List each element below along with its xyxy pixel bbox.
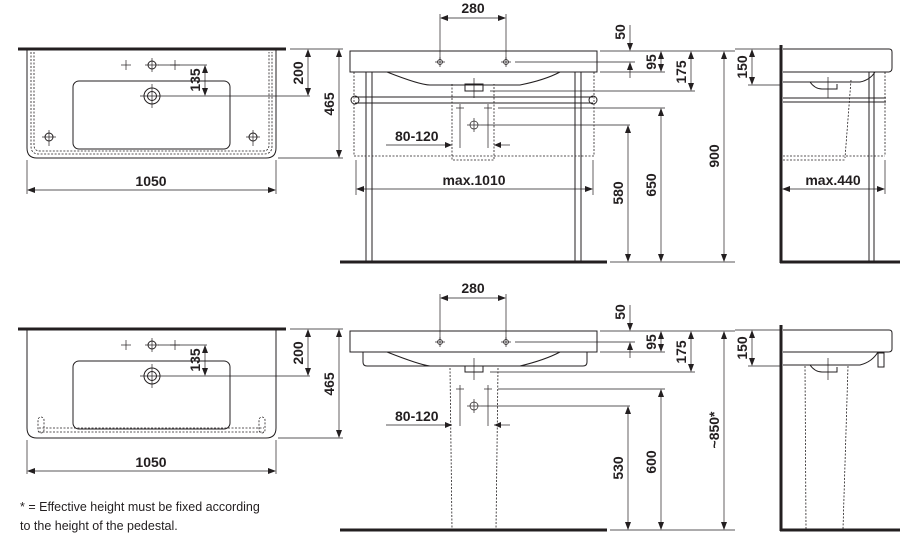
dim-label-rim-height: 95 xyxy=(643,334,659,350)
waste-outlet-icon xyxy=(467,118,481,132)
supply-right-icon xyxy=(484,104,492,112)
fixing-point-right-icon xyxy=(246,130,260,146)
top-view-2: 135 200 465 1050 xyxy=(18,327,343,474)
dim-label-waste-range: 80-120 xyxy=(395,128,439,144)
dim-label-depth: 465 xyxy=(321,372,337,396)
dim-label-waste-range: 80-120 xyxy=(395,408,439,424)
waste-outlet-icon xyxy=(140,364,164,388)
dim-label-supply-height: 650 xyxy=(643,173,659,197)
option-hole-left-icon xyxy=(121,60,131,70)
tap-hole-icon xyxy=(145,338,159,352)
overflow-fitting xyxy=(877,352,885,368)
bowl-underside xyxy=(386,71,561,86)
pedestal-outline xyxy=(449,367,499,530)
supply-left-icon xyxy=(456,385,464,393)
basin-outline xyxy=(26,330,277,439)
pedestal-outline xyxy=(804,365,849,530)
footnote-line-2: to the height of the pedestal. xyxy=(20,519,178,533)
dim-label-rim-height: 150 xyxy=(734,55,750,79)
basin-rim xyxy=(349,330,598,353)
dim-label-tap-offset: 200 xyxy=(290,61,306,85)
top-view-1: 135 200 465 1050 xyxy=(18,47,343,194)
waste-outlet-icon xyxy=(467,399,481,413)
basin-profile xyxy=(783,329,893,353)
dim-label-total-height: ~850* xyxy=(706,411,722,449)
dim-label-frame-depth: max.440 xyxy=(805,172,860,188)
dim-label-waste-height: 530 xyxy=(610,456,626,480)
towel-rail xyxy=(355,96,593,104)
frame-hidden-outline xyxy=(353,72,595,157)
frame-outline xyxy=(30,52,273,155)
dim-label-waste-height: 580 xyxy=(610,181,626,205)
footnote-line-1: * = Effective height must be fixed accor… xyxy=(20,500,260,514)
dim-label-basin-depth: 175 xyxy=(673,60,689,84)
dim-label-rim-height: 150 xyxy=(734,336,750,360)
dim-label-width: 1050 xyxy=(135,173,166,189)
dim-label-supply-height: 600 xyxy=(643,450,659,474)
dim-label-tap-offset: 200 xyxy=(290,341,306,365)
dim-label-rim-to-tap: 50 xyxy=(612,304,628,320)
waste-outlet-icon xyxy=(140,84,164,108)
basin-outline xyxy=(26,50,277,159)
front-view-2: 280 80-120 50 95 175 530 600 ~850* xyxy=(340,280,735,532)
dim-label-waste-offset: 135 xyxy=(187,68,203,92)
dim-label-basin-depth: 175 xyxy=(673,340,689,364)
dim-label-waste-offset: 135 xyxy=(187,348,203,372)
front-view-1: 280 80-120 50 95 175 max.1010 580 650 90… xyxy=(340,0,735,264)
fixing-point-left-icon xyxy=(42,130,56,146)
dim-label-width: 1050 xyxy=(135,454,166,470)
supply-right-icon xyxy=(484,385,492,393)
supply-left-icon xyxy=(456,104,464,112)
dim-label-tap-spacing: 280 xyxy=(461,280,485,296)
dim-label-total-height: 900 xyxy=(706,144,722,168)
bowl-outline xyxy=(72,80,231,150)
pedestal-outline xyxy=(39,427,264,433)
siphon-outline xyxy=(451,84,495,161)
bowl-outline xyxy=(72,360,231,430)
side-view-2: 150 xyxy=(734,325,900,532)
basin-rim xyxy=(349,50,598,73)
dim-label-rim-to-tap: 50 xyxy=(612,24,628,40)
tap-hole-icon xyxy=(145,58,159,72)
dim-label-depth: 465 xyxy=(321,92,337,116)
dim-label-frame-width: max.1010 xyxy=(442,172,505,188)
dim-label-tap-spacing: 280 xyxy=(461,0,485,16)
option-hole-left-icon xyxy=(121,340,131,350)
side-view-1: 150 max.440 xyxy=(734,45,900,264)
basin-underside xyxy=(362,352,588,367)
basin-profile xyxy=(783,48,893,73)
dim-label-rim-height: 95 xyxy=(643,54,659,70)
